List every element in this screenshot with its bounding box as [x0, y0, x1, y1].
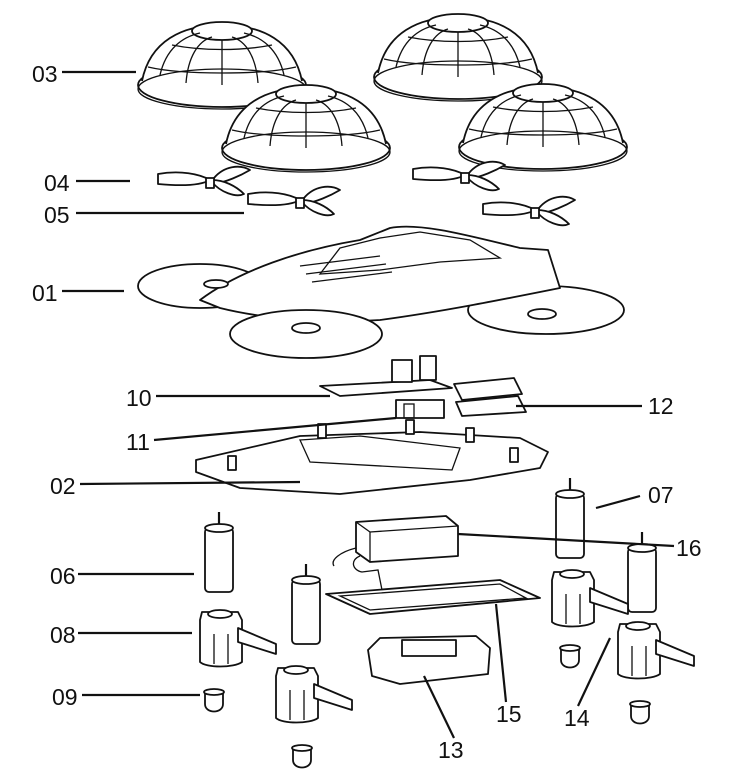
- leader-02: [79, 480, 301, 486]
- label-08: 08: [50, 622, 76, 648]
- label-16: 16: [676, 535, 702, 561]
- leader-14: [577, 637, 611, 707]
- motor-06b: [290, 562, 322, 646]
- label-12: 12: [648, 393, 674, 419]
- propeller-b: [247, 185, 341, 217]
- receiver-board: [319, 355, 453, 397]
- label-01: 01: [32, 280, 58, 306]
- leader-13: [423, 675, 455, 739]
- propeller-c: [412, 160, 506, 192]
- label-03: 03: [32, 61, 58, 87]
- motor-06: [203, 510, 235, 594]
- foot-09b: [291, 744, 313, 769]
- propeller-d: [482, 195, 576, 227]
- label-07: 07: [648, 482, 674, 508]
- connector-board: [453, 377, 527, 417]
- switch-board: [395, 399, 445, 419]
- foot-b: [629, 700, 651, 725]
- leader-16: [457, 532, 675, 548]
- motor-arm-08: [199, 609, 277, 668]
- leader-15: [494, 603, 508, 703]
- motor-07: [554, 476, 586, 560]
- motor-arm-14: [551, 569, 629, 628]
- label-05: 05: [44, 202, 70, 228]
- top-shell: [137, 225, 625, 359]
- propeller-a: [157, 165, 251, 197]
- leader-11: [153, 416, 397, 442]
- battery-tray: [325, 579, 541, 615]
- label-04: 04: [44, 170, 70, 196]
- battery: [332, 515, 459, 591]
- motor-arm-08b: [275, 665, 353, 724]
- bottom-case: [367, 635, 491, 685]
- label-11: 11: [126, 429, 150, 455]
- foot-09: [203, 688, 225, 713]
- label-10: 10: [126, 385, 152, 411]
- motor-arm-14b: [617, 621, 695, 680]
- label-14: 14: [564, 705, 590, 731]
- leader-07: [595, 494, 641, 510]
- label-09: 09: [52, 684, 78, 710]
- label-06: 06: [50, 563, 76, 589]
- label-02: 02: [50, 473, 76, 499]
- label-15: 15: [496, 701, 522, 727]
- label-13: 13: [438, 737, 464, 763]
- foot-a: [559, 644, 581, 669]
